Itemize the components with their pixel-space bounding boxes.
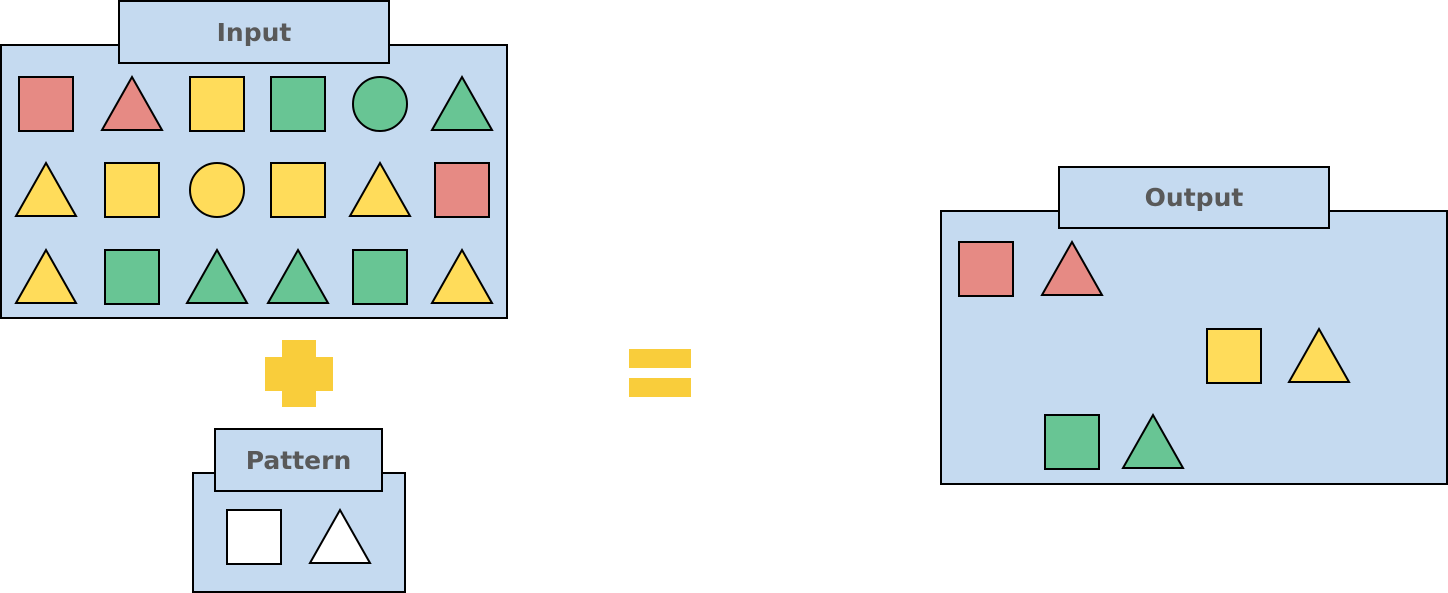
output-panel: [940, 210, 1448, 485]
pattern-panel-title: Pattern: [214, 428, 383, 492]
output-panel-title: Output: [1058, 166, 1330, 229]
plus-icon: [265, 340, 333, 407]
input-panel: [0, 44, 508, 319]
input-panel-title: Input: [118, 0, 390, 64]
equals-icon: [629, 349, 691, 397]
